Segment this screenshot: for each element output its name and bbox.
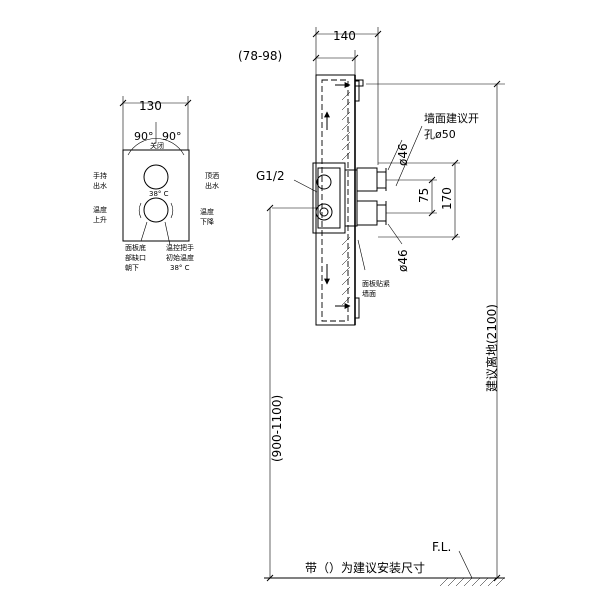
angle-left-label: 90° <box>134 130 154 143</box>
floor-hatching <box>439 577 505 587</box>
note-handle-3: 38° C <box>170 264 190 272</box>
dim-outlet-bottom: ø46 <box>396 249 410 272</box>
label-hand-shower-out: 出水 <box>93 181 107 190</box>
panel-note: 面板贴紧 <box>362 279 390 288</box>
temp-mark: 38° C <box>149 190 169 198</box>
label-top-shower: 顶洒 <box>205 172 219 180</box>
note-bottom-notch-2: 部缺口 <box>125 253 146 262</box>
note-handle-2: 初始温度 <box>166 253 194 262</box>
dim-outlet-spacing: 170 <box>440 187 454 210</box>
label-top-shower-out: 出水 <box>205 181 219 190</box>
label-off: 关闭 <box>150 141 164 150</box>
panel-note-2: 墙面 <box>362 289 376 298</box>
temp-arc-left <box>139 202 142 219</box>
label-temp-down-2: 下降 <box>200 217 214 226</box>
label-hand-shower: 手持 <box>93 171 107 180</box>
floor: F.L. 带（）为建议安装尺寸 <box>264 540 505 587</box>
wall-hole-label: 墙面建议开 <box>424 111 479 125</box>
dim-outlet-top: ø46 <box>396 143 410 166</box>
note-bottom-notch-3: 朝下 <box>125 264 139 272</box>
dim-side-depth: 140 <box>333 29 356 43</box>
thread-label: G1/2 <box>256 169 285 183</box>
side-view: 140 (78-98) <box>238 27 505 582</box>
angle-right-label: 90° <box>162 130 182 143</box>
thermostat-knob <box>143 197 169 223</box>
dim-height-range: (900-1100) <box>270 395 284 462</box>
note-bottom-notch: 面板底 <box>125 243 146 252</box>
label-temp-down: 温度 <box>200 207 214 216</box>
wall-hatching <box>341 91 351 306</box>
dim-side-depth-range: (78-98) <box>238 49 282 63</box>
dim-center-spacing: 75 <box>417 188 431 203</box>
inlet-bottom <box>315 203 333 221</box>
outlet-bottom <box>356 200 378 226</box>
box-inner-outline <box>321 79 349 322</box>
inlet-top <box>316 174 332 190</box>
diverter-knob <box>143 164 169 190</box>
front-panel <box>122 149 190 242</box>
install-note: 带（）为建议安装尺寸 <box>305 560 425 575</box>
note-handle: 温控把手 <box>166 243 194 252</box>
angle-arc <box>127 138 185 156</box>
label-temp-up-2: 上升 <box>93 215 107 224</box>
front-view: 130 90° 90° 关闭 38° C 手持 出水 顶洒 出水 温度 上升 温… <box>93 96 219 272</box>
floor-level-label: F.L. <box>432 540 451 554</box>
dim-front-width: 130 <box>139 99 162 113</box>
wall-hole-size: 孔ø50 <box>424 128 456 141</box>
outlet-top <box>356 167 378 192</box>
label-temp-up: 温度 <box>93 205 107 214</box>
temp-arc-right <box>170 202 173 219</box>
dim-height-total: 建议离地(2100) <box>484 304 499 392</box>
